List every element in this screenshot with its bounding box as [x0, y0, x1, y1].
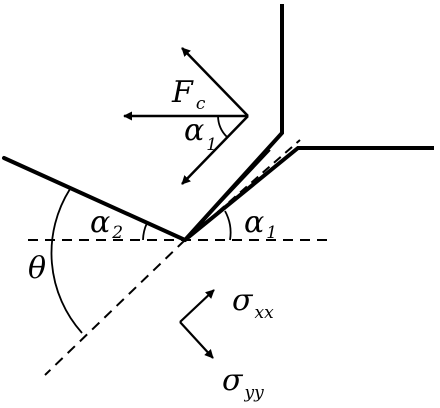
force-arrow-down [181, 115, 249, 185]
inclined-dashed-line [44, 239, 186, 376]
alpha1-right-symbol: α [244, 205, 264, 240]
alpha1-force-arc [217, 115, 228, 138]
alpha1-top-subscript: 1 [206, 135, 217, 155]
tool-inner-edge [184, 149, 271, 241]
sigma-yy-symbol: σ [222, 363, 244, 398]
left-surface-line [2, 156, 187, 242]
alpha1-right-subscript: 1 [266, 223, 277, 243]
alpha2-arc [142, 222, 148, 241]
theta-label: θ [28, 251, 46, 286]
tool-outline [183, 4, 434, 242]
force-subscript: c [196, 94, 206, 114]
sigma-xx-arrow [179, 289, 215, 323]
force-symbol: F [171, 75, 194, 110]
tool-wedge-dashed-line [194, 139, 301, 233]
sigma-xx-symbol: σ [232, 283, 254, 318]
alpha2-symbol: α [90, 205, 110, 240]
sigma-yy-subscript: yy [243, 383, 264, 403]
alpha1-top-symbol: α [184, 113, 204, 148]
sigma-xx-subscript: xx [254, 303, 274, 323]
force-arrow-up [181, 47, 249, 117]
sigma-yy-arrow [179, 321, 214, 359]
alpha1-right-arc [224, 210, 232, 241]
alpha2-subscript: 2 [111, 223, 123, 243]
theta-arc [50, 188, 83, 334]
